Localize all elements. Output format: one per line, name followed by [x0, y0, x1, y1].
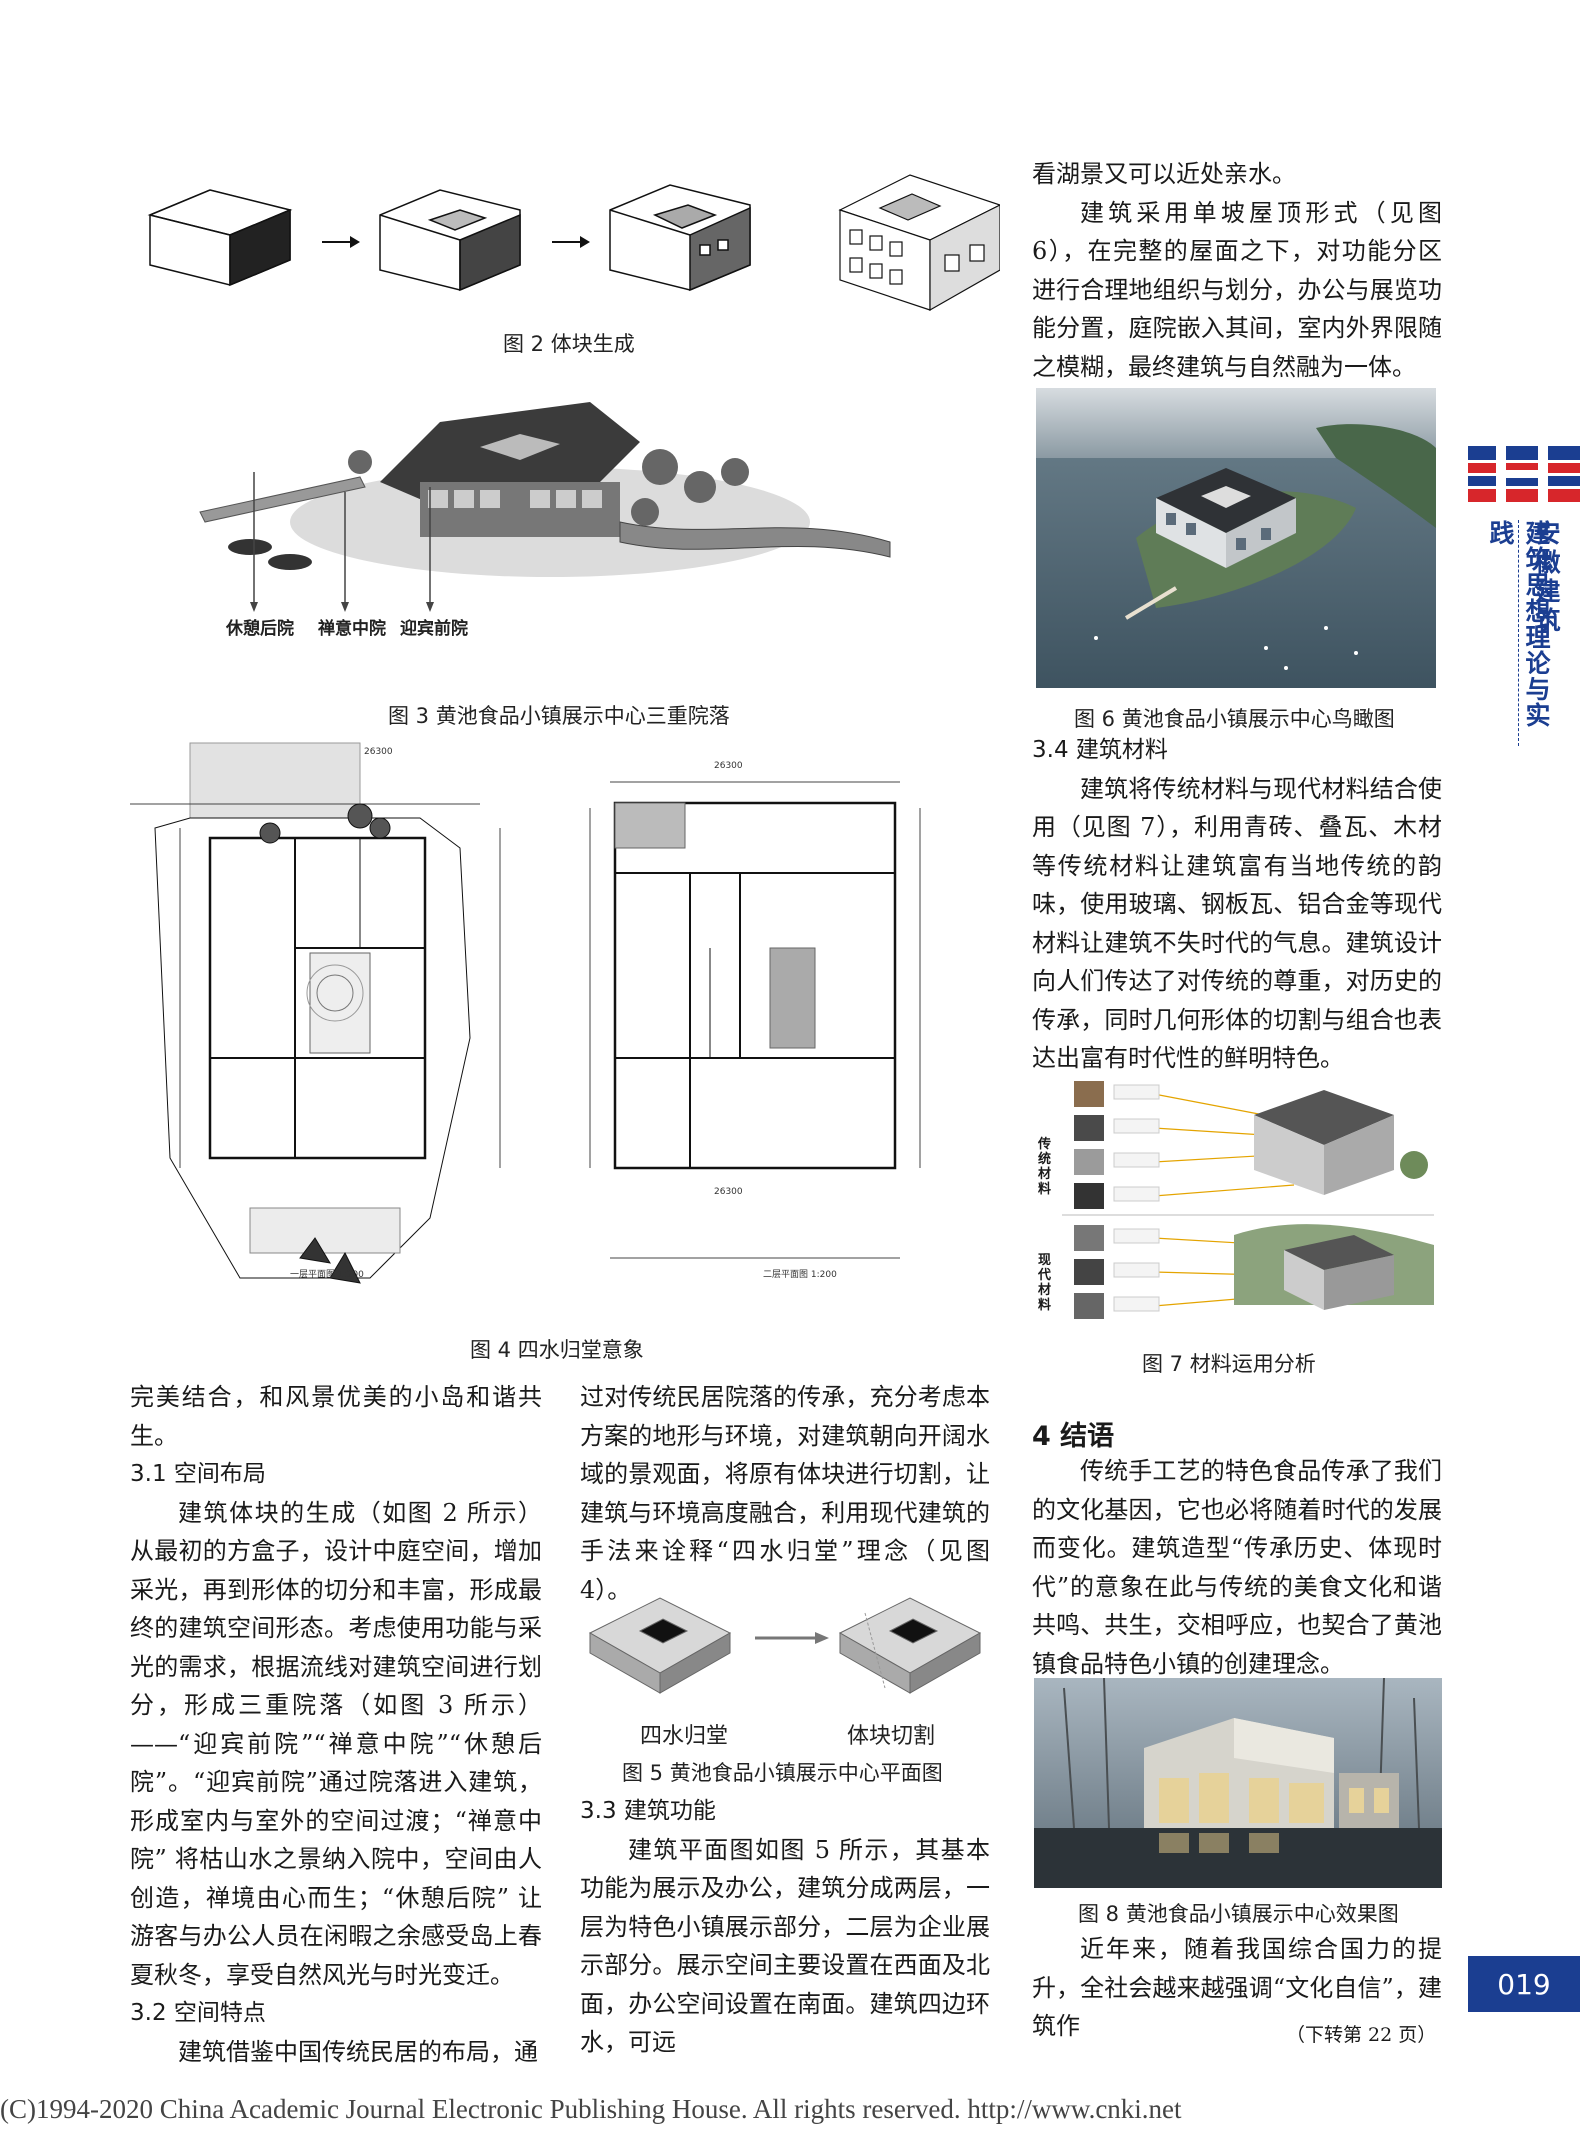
column-2-top-text: 过对传统民居院落的传承，充分考虑本方案的地形与环境，对建筑朝向开阔水域的景观面，…: [580, 1378, 990, 1609]
column-3-top-text: 看湖景又可以近处亲水。 建筑采用单坡屋顶形式（见图 6），在完整的屋面之下，对功…: [1032, 155, 1442, 386]
arrow-icon: [755, 1632, 829, 1644]
material-model-top: [1254, 1090, 1428, 1195]
figure-5-label-right: 体块切割: [847, 1724, 936, 1749]
arrow-icon: [322, 236, 360, 248]
modern-swatches: [1074, 1225, 1104, 1319]
figure-4-caption: 图 4 四水归堂意象: [470, 1338, 644, 1362]
figure-3-label-zen: 禅意中院: [318, 619, 386, 639]
courtyard-box: [588, 1597, 732, 1694]
ground-floor-plan: [130, 742, 501, 1284]
massing-step-3: [609, 184, 751, 292]
paragraph: 建筑借鉴中国传统民居的布局，通: [178, 2037, 538, 2066]
boats: [228, 539, 312, 570]
cut-box: [838, 1597, 982, 1694]
column-3-conclusion-text: 传统手工艺的特色食品传承了我们的文化基因，它也必将随着时代的发展而变化。建筑造型…: [1032, 1452, 1442, 1683]
paragraph: 传统手工艺的特色食品传承了我们的文化基因，它也必将随着时代的发展而变化。建筑造型…: [1032, 1457, 1442, 1678]
section-heading-3-3: 3.3 建筑功能: [580, 1798, 716, 1824]
figure-4-floor-plans: [130, 742, 921, 1284]
group-label-modern: 现代材料: [1038, 1253, 1052, 1313]
column-3-bottom-text: 近年来，随着我国综合国力的提升，全社会越来越强调“文化自信”，建筑作: [1032, 1930, 1442, 2046]
group-label-traditional: 传统材料: [1038, 1137, 1052, 1197]
column-2-bottom-text: 3.3 建筑功能 建筑平面图如图 5 所示，其基本功能为展示及办公，建筑分成两层…: [580, 1792, 990, 2062]
figure-3-courtyard-rendering: [199, 402, 891, 612]
page-number: 019: [1468, 1956, 1580, 2012]
figure-5-label-left: 四水归堂: [640, 1724, 729, 1749]
column-3-middle-text: 3.4 建筑材料 建筑将传统材料与现代材料结合使用（见图 7），利用青砖、叠瓦、…: [1032, 731, 1442, 1078]
continued-note: （下转第 22 页）: [1286, 2024, 1437, 2046]
dim-label: 26300: [714, 761, 743, 771]
plan-title-2f: 二层平面图 1:200: [763, 1270, 837, 1280]
paragraph: 建筑采用单坡屋顶形式（见图 6），在完整的屋面之下，对功能分区进行合理地组织与划…: [1032, 198, 1442, 381]
paragraph: 近年来，随着我国综合国力的提升，全社会越来越强调“文化自信”，建筑作: [1032, 1935, 1442, 2040]
figure-7-materials: 传统材料 现代材料: [1034, 1075, 1440, 1335]
paragraph: 看湖景又可以近处亲水。: [1032, 160, 1296, 188]
section-heading-3-1: 3.1 空间布局: [130, 1461, 266, 1487]
journal-section-title: 建筑思想理论与实践: [1486, 520, 1551, 728]
paragraph: 完美结合，和风景优美的小岛和谐共生。: [130, 1383, 542, 1450]
paragraph: 建筑体块的生成（如图 2 所示）从最初的方盒子，设计中庭空间，增加采光，再到形体…: [130, 1498, 542, 1989]
figure-6-caption: 图 6 黄池食品小镇展示中心鸟瞰图: [1074, 707, 1395, 731]
figure-2-caption: 图 2 体块生成: [503, 332, 635, 356]
section-heading-4: 4 结语: [1032, 1421, 1115, 1452]
massing-step-1: [147, 189, 293, 287]
dim-label: 26300: [364, 747, 393, 757]
figure-3-label-rest: 休憩后院: [226, 619, 294, 639]
figure-3-caption: 图 3 黄池食品小镇展示中心三重院落: [388, 704, 730, 728]
second-floor-plan: [589, 781, 921, 1259]
figure-6-aerial-image: [1036, 388, 1436, 688]
section-heading-3-2: 3.2 空间特点: [130, 2000, 266, 2026]
plan-title-1f: 一层平面图 1:200: [290, 1270, 364, 1280]
paragraph: 建筑将传统材料与现代材料结合使用（见图 7），利用青砖、叠瓦、木材等传统材料让建…: [1032, 774, 1442, 1073]
journal-logo-icon: [1468, 446, 1580, 502]
figure-8-rendering-image: [1034, 1678, 1442, 1888]
arrow-icon: [552, 236, 590, 248]
dim-label: 26300: [714, 1187, 743, 1197]
figure-5-caption: 图 5 黄池食品小镇展示中心平面图: [622, 1761, 943, 1785]
figure-2-massing-diagram: [147, 174, 1000, 312]
massing-step-4: [838, 174, 1000, 312]
traditional-swatches: [1074, 1081, 1104, 1209]
journal-name-vertical: 建筑思想理论与实践 安徽建筑: [1476, 520, 1576, 750]
figure-7-caption: 图 7 材料运用分析: [1142, 1352, 1316, 1376]
massing-step-2: [379, 189, 521, 292]
section-heading-3-4: 3.4 建筑材料: [1032, 737, 1168, 763]
copyright-footer: (C)1994-2020 China Academic Journal Elec…: [0, 2094, 1182, 2124]
paragraph: 建筑平面图如图 5 所示，其基本功能为展示及办公，建筑分成两层，一层为特色小镇展…: [580, 1835, 990, 2057]
divider: [1518, 520, 1519, 746]
figure-3-label-welcome: 迎宾前院: [400, 619, 468, 639]
paragraph: 过对传统民居院落的传承，充分考虑本方案的地形与环境，对建筑朝向开阔水域的景观面，…: [580, 1383, 990, 1604]
journal-title: 安徽建筑: [1532, 520, 1561, 636]
figure-8-caption: 图 8 黄池食品小镇展示中心效果图: [1078, 1902, 1399, 1926]
material-model-bottom: [1234, 1224, 1434, 1310]
column-1-text: 完美结合，和风景优美的小岛和谐共生。 3.1 空间布局 建筑体块的生成（如图 2…: [130, 1378, 542, 2071]
figure-5-plan-diagram: [588, 1597, 982, 1694]
